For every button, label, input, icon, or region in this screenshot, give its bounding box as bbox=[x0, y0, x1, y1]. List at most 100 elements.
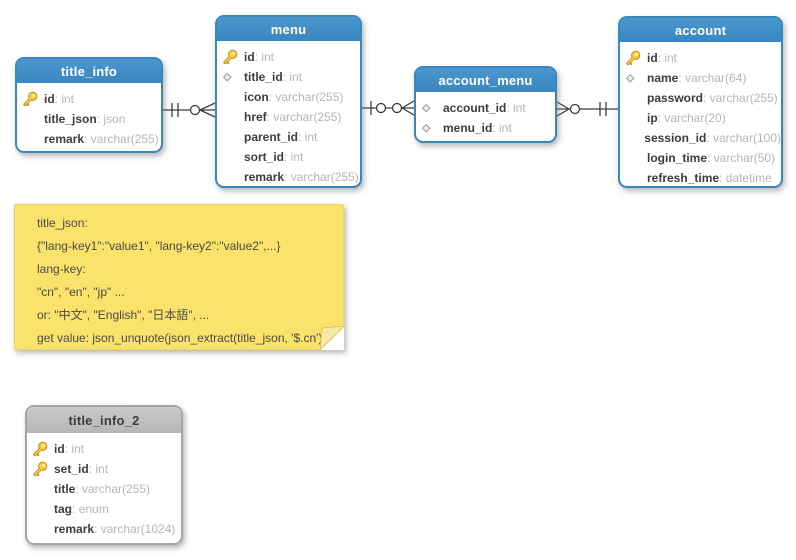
table-fields: account_id: int menu_id: int bbox=[416, 94, 555, 140]
primary-key-icon bbox=[32, 461, 54, 477]
entity-table-title-info-2[interactable]: title_info_2 id: int set_id: int title: … bbox=[25, 405, 183, 545]
note-folded-corner bbox=[320, 326, 344, 350]
connector-menu-account_menu bbox=[362, 100, 415, 116]
entity-table-account[interactable]: account id: int name: varchar(64) passwo… bbox=[618, 16, 783, 188]
field-name: title_id bbox=[244, 70, 283, 84]
field-name: login_time bbox=[647, 151, 708, 165]
table-header[interactable]: title_info_2 bbox=[27, 407, 181, 435]
field-type: : enum bbox=[72, 502, 109, 516]
field-name: password bbox=[647, 91, 704, 105]
primary-key-icon bbox=[32, 441, 54, 457]
field-row[interactable]: menu_id: int bbox=[416, 118, 555, 138]
field-row[interactable]: title: varchar(255) bbox=[27, 479, 181, 499]
field-row[interactable]: sort_id: int bbox=[217, 147, 360, 167]
field-row[interactable]: session_id: varchar(100) bbox=[620, 128, 781, 148]
field-row[interactable]: ip: varchar(20) bbox=[620, 108, 781, 128]
field-name: account_id bbox=[443, 101, 507, 115]
foreign-key-diamond-icon bbox=[625, 73, 647, 84]
field-type: : varchar(255) bbox=[284, 170, 359, 184]
note-line: {"lang-key1":"value1", "lang-key2":"valu… bbox=[37, 239, 281, 253]
field-name: remark bbox=[44, 132, 85, 146]
table-header[interactable]: account_menu bbox=[416, 68, 555, 94]
field-type: : varchar(1024) bbox=[94, 522, 176, 536]
field-name: title bbox=[54, 482, 76, 496]
field-type: : int bbox=[64, 442, 85, 456]
field-row[interactable]: password: varchar(255) bbox=[620, 88, 781, 108]
field-row[interactable]: name: varchar(64) bbox=[620, 68, 781, 88]
field-row[interactable]: id: int bbox=[620, 48, 781, 68]
field-row[interactable]: parent_id: int bbox=[217, 127, 360, 147]
field-name: icon bbox=[244, 90, 269, 104]
field-row[interactable]: refresh_time: datetime bbox=[620, 168, 781, 188]
field-name: remark bbox=[54, 522, 95, 536]
field-type: : int bbox=[298, 130, 318, 144]
field-type: : varchar(255) bbox=[703, 91, 778, 105]
field-type: : int bbox=[506, 101, 526, 115]
field-type: : int bbox=[54, 92, 75, 106]
field-row[interactable]: remark: varchar(255) bbox=[17, 129, 161, 149]
entity-table-title-info[interactable]: title_info id: int title_json: json rema… bbox=[15, 57, 163, 153]
sticky-note[interactable]: title_json: {"lang-key1":"value1", "lang… bbox=[14, 204, 344, 350]
field-type: : datetime bbox=[719, 171, 772, 185]
field-row[interactable]: id: int bbox=[217, 47, 360, 67]
note-line: or: "中文", "English", "日本語", ... bbox=[37, 308, 210, 322]
connector-account_menu-account bbox=[556, 101, 618, 117]
field-row[interactable]: icon: varchar(255) bbox=[217, 87, 360, 107]
field-row[interactable]: set_id: int bbox=[27, 459, 181, 479]
table-fields: id: int title_id: int icon: varchar(255)… bbox=[217, 43, 360, 189]
field-row[interactable]: account_id: int bbox=[416, 98, 555, 118]
field-name: remark bbox=[244, 170, 285, 184]
field-row[interactable]: remark: varchar(255) bbox=[217, 167, 360, 187]
table-fields: id: int set_id: int title: varchar(255) … bbox=[27, 435, 181, 541]
field-name: id bbox=[44, 92, 55, 106]
field-row[interactable]: remark: varchar(1024) bbox=[27, 519, 181, 539]
field-type: : varchar(255) bbox=[268, 90, 344, 104]
primary-key-icon bbox=[625, 50, 647, 66]
field-name: id bbox=[244, 50, 255, 64]
field-name: session_id bbox=[644, 131, 707, 145]
field-type: : varchar(50) bbox=[707, 151, 776, 165]
field-type: : varchar(20) bbox=[657, 111, 726, 125]
field-type: : int bbox=[254, 50, 275, 64]
field-name: id bbox=[647, 51, 658, 65]
field-name: href bbox=[244, 110, 267, 124]
note-line: "cn", "en", "jp" ... bbox=[37, 285, 125, 299]
field-type: : varchar(255) bbox=[75, 482, 151, 496]
field-type: : int bbox=[88, 462, 109, 476]
foreign-key-diamond-icon bbox=[421, 103, 443, 114]
field-type: : int bbox=[282, 70, 303, 84]
table-header[interactable]: menu bbox=[217, 17, 360, 43]
primary-key-icon bbox=[222, 49, 244, 65]
field-type: : varchar(100) bbox=[706, 131, 781, 145]
field-type: : varchar(64) bbox=[678, 71, 747, 85]
field-type: : json bbox=[96, 112, 126, 126]
field-type: : int bbox=[657, 51, 678, 65]
field-row[interactable]: login_time: varchar(50) bbox=[620, 148, 781, 168]
field-row[interactable]: id: int bbox=[27, 439, 181, 459]
foreign-key-diamond-icon bbox=[222, 72, 244, 83]
foreign-key-diamond-icon bbox=[421, 123, 443, 134]
field-row[interactable]: title_id: int bbox=[217, 67, 360, 87]
field-type: : varchar(255) bbox=[266, 110, 342, 124]
field-row[interactable]: id: int bbox=[17, 89, 161, 109]
field-name: ip bbox=[647, 111, 658, 125]
field-name: name bbox=[647, 71, 679, 85]
table-header[interactable]: title_info bbox=[17, 59, 161, 85]
connector-title_info-menu bbox=[163, 102, 216, 118]
field-row[interactable]: tag: enum bbox=[27, 499, 181, 519]
entity-table-account-menu[interactable]: account_menu account_id: int menu_id: in… bbox=[414, 66, 557, 143]
field-name: id bbox=[54, 442, 65, 456]
note-line: lang-key: bbox=[37, 262, 86, 276]
field-name: parent_id bbox=[244, 130, 299, 144]
field-row[interactable]: title_json: json bbox=[17, 109, 161, 129]
note-line: title_json: bbox=[37, 216, 88, 230]
table-header[interactable]: account bbox=[620, 18, 781, 44]
field-type: : int bbox=[284, 150, 304, 164]
field-row[interactable]: href: varchar(255) bbox=[217, 107, 360, 127]
field-name: menu_id bbox=[443, 121, 493, 135]
entity-table-menu[interactable]: menu id: int title_id: int icon: varchar… bbox=[215, 15, 362, 188]
field-name: title_json bbox=[44, 112, 97, 126]
field-type: : varchar(255) bbox=[84, 132, 159, 146]
table-fields: id: int name: varchar(64) password: varc… bbox=[620, 44, 781, 190]
